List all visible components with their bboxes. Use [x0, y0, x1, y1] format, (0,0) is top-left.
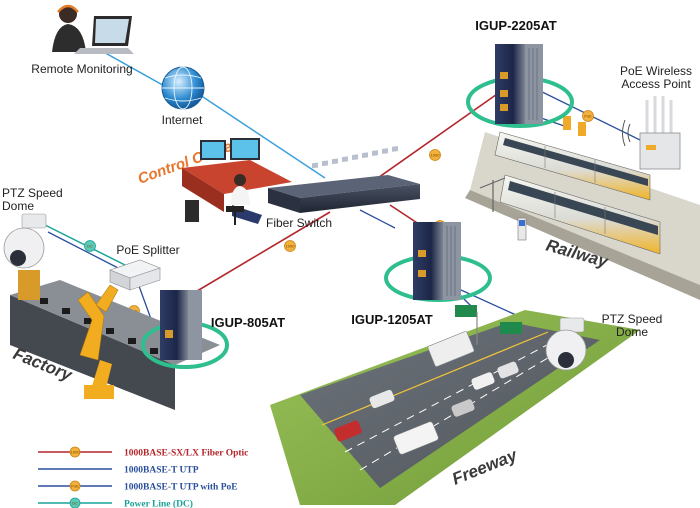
- igup-1205at-label: IGUP-1205AT: [351, 312, 432, 327]
- internet-node: Internet: [161, 66, 205, 127]
- vehicle-icons: [334, 331, 519, 455]
- ptz-left-label-line1: PTZ Speed: [2, 186, 63, 200]
- train-lower: [499, 174, 661, 255]
- utp-link-switch-down: [359, 209, 396, 229]
- poe-splitter: PoE Splitter: [109, 243, 180, 291]
- dc-badge-text: DC: [87, 244, 93, 249]
- railway-scene: Railway: [465, 116, 700, 300]
- igup-2205at-label: IGUP-2205AT: [475, 18, 556, 33]
- igup-805at-label: IGUP-805AT: [211, 315, 285, 330]
- legend-label: 1000BASE-T UTP with PoE: [124, 483, 238, 493]
- internet-label: Internet: [162, 113, 203, 127]
- legend-label: Power Line (DC): [124, 499, 193, 508]
- legend-badge-text: 1000: [71, 450, 81, 455]
- igup-2205at-device: IGUP-2205AT: [466, 18, 574, 128]
- igup-805at-device: IGUP-805AT: [141, 290, 285, 369]
- splitter-box-icon: [109, 259, 161, 291]
- fiber-badge-text: 1000: [431, 153, 441, 158]
- utp-link-ptz-left: [47, 231, 123, 271]
- legend-badge-text: PoE: [71, 484, 79, 489]
- access-point-icon: [622, 96, 681, 170]
- poe-wireless-ap: PoE Wireless Access Point: [620, 64, 692, 170]
- road-sign-icon: [455, 305, 522, 345]
- person-icon: [52, 4, 86, 52]
- operator-desk-icon: [182, 138, 292, 225]
- legend: 1000 1000BASE-SX/LX Fiber Optic 1000BASE-T…: [38, 446, 248, 508]
- laptop-icon: [74, 16, 134, 54]
- fiber-switch-device: Fiber Switch: [266, 146, 420, 230]
- internet-link-remote: [99, 49, 169, 89]
- legend-badge: [69, 497, 81, 508]
- remote-monitoring-station: Remote Monitoring: [31, 4, 134, 76]
- legend-item: 1000BASE-T UTP: [38, 466, 199, 476]
- control-center: Control Center: [136, 135, 292, 225]
- fiber-badge: 1000: [429, 149, 441, 161]
- fiber-switch-label: Fiber Switch: [266, 216, 332, 230]
- legend-label: 1000BASE-SX/LX Fiber Optic: [124, 449, 248, 459]
- legend-badge-text: DC: [72, 501, 78, 506]
- fiber-link-805: [181, 211, 331, 301]
- remote-monitoring-label: Remote Monitoring: [31, 62, 132, 76]
- conveyor-items: [40, 298, 158, 354]
- legend-badge: [69, 480, 81, 492]
- rail-control-boxes: [563, 116, 586, 136]
- poe-wireless-ap-label-line2: Access Point: [621, 77, 691, 91]
- freeway-scene: Freeway: [270, 305, 640, 505]
- legend-label: 1000BASE-T UTP: [124, 466, 199, 476]
- dc-badge: DC: [84, 240, 96, 252]
- poe-badge: PoE: [582, 110, 594, 122]
- igup-1205at-device: IGUP-1205AT: [351, 222, 492, 327]
- switch-ports: [312, 146, 398, 169]
- ptz-right-label-line2: Dome: [616, 325, 648, 339]
- vent-fins: [446, 226, 456, 296]
- rail-pole-icon: [479, 177, 527, 241]
- legend-badge: [69, 446, 81, 458]
- legend-item: DC Power Line (DC): [38, 497, 193, 508]
- robot-arm-icon: [18, 270, 119, 399]
- vent-fins: [528, 48, 538, 120]
- ptz-camera-left: PTZ Speed Dome: [2, 186, 63, 269]
- ptz-right-label-line1: PTZ Speed: [602, 312, 663, 326]
- fiber-badge: 1000: [284, 240, 296, 252]
- poe-wireless-ap-label-line1: PoE Wireless: [620, 64, 692, 78]
- globe-icon: [161, 66, 205, 110]
- poe-badge-text: PoE: [584, 114, 592, 119]
- ptz-camera-right: PTZ Speed Dome: [545, 312, 663, 371]
- poe-splitter-label: PoE Splitter: [116, 243, 179, 257]
- ptz-left-label-line2: Dome: [2, 199, 34, 213]
- fiber-link-2205: [374, 91, 501, 181]
- ptz-dome-icon: [3, 213, 47, 269]
- fiber-badge-text: 1000: [286, 244, 296, 249]
- legend-item: 1000 1000BASE-SX/LX Fiber Optic: [38, 446, 248, 459]
- internet-link-switch: [199, 94, 326, 179]
- ptz-dome-icon: [545, 317, 587, 371]
- legend-item: PoE 1000BASE-T UTP with PoE: [38, 480, 238, 493]
- train-upper: [494, 131, 651, 201]
